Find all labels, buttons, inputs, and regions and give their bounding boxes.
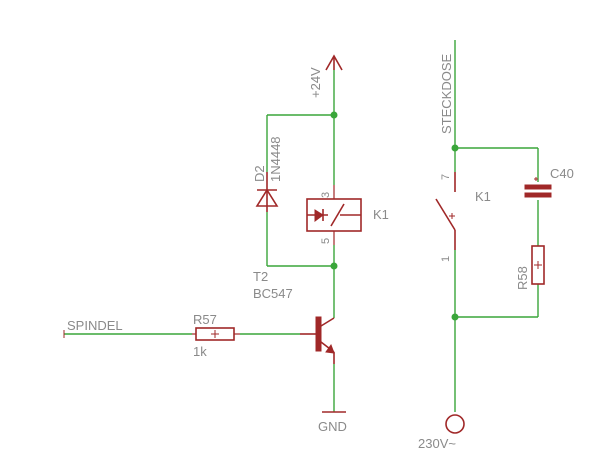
transistor-t2-name: T2 [253,269,268,284]
relay-k1-pin3: 3 [320,192,332,198]
capacitor-c40-symbol [524,177,552,198]
capacitor-c40-label: C40 [550,166,574,181]
relay-k1-coil-symbol [306,185,362,245]
resistor-r58-symbol [531,245,545,285]
junction-dots [330,111,459,321]
junction-bottom-right [451,313,459,321]
supply-24v-symbol [325,54,343,71]
supply-24v-label: +24V [308,67,323,98]
contact-pin7: 7 [440,174,452,180]
ac-source-230v-symbol [445,414,465,434]
wires-right-circuit [454,40,539,412]
relay-k1-contact-label: K1 [475,189,491,204]
transistor-t2-symbol [300,316,335,364]
resistor-r57-name: R57 [193,312,217,327]
relay-k1-pin5: 5 [320,238,332,244]
relay-k1-coil-label: K1 [373,207,389,222]
ground-label: GND [318,419,347,434]
junction-top-right [451,144,459,152]
contact-pin1: 1 [440,256,452,262]
transistor-t2-value: BC547 [253,286,293,301]
resistor-r57-value: 1k [193,344,207,359]
junction-top-left [330,111,338,119]
diode-d2-symbol [255,172,279,212]
ac-source-230v-label: 230V~ [418,436,456,451]
resistor-r58-label: R58 [515,266,530,290]
diode-d2-name: D2 [252,165,267,182]
spindel-label: SPINDEL [67,318,123,333]
wires-left-circuit [64,70,335,412]
junction-bottom-left [330,262,338,270]
steckdose-label: STECKDOSE [439,53,454,134]
resistor-r57-symbol [192,327,240,341]
diode-d2-value: 1N4448 [268,136,283,182]
relay-k1-contact-symbol [435,172,456,250]
